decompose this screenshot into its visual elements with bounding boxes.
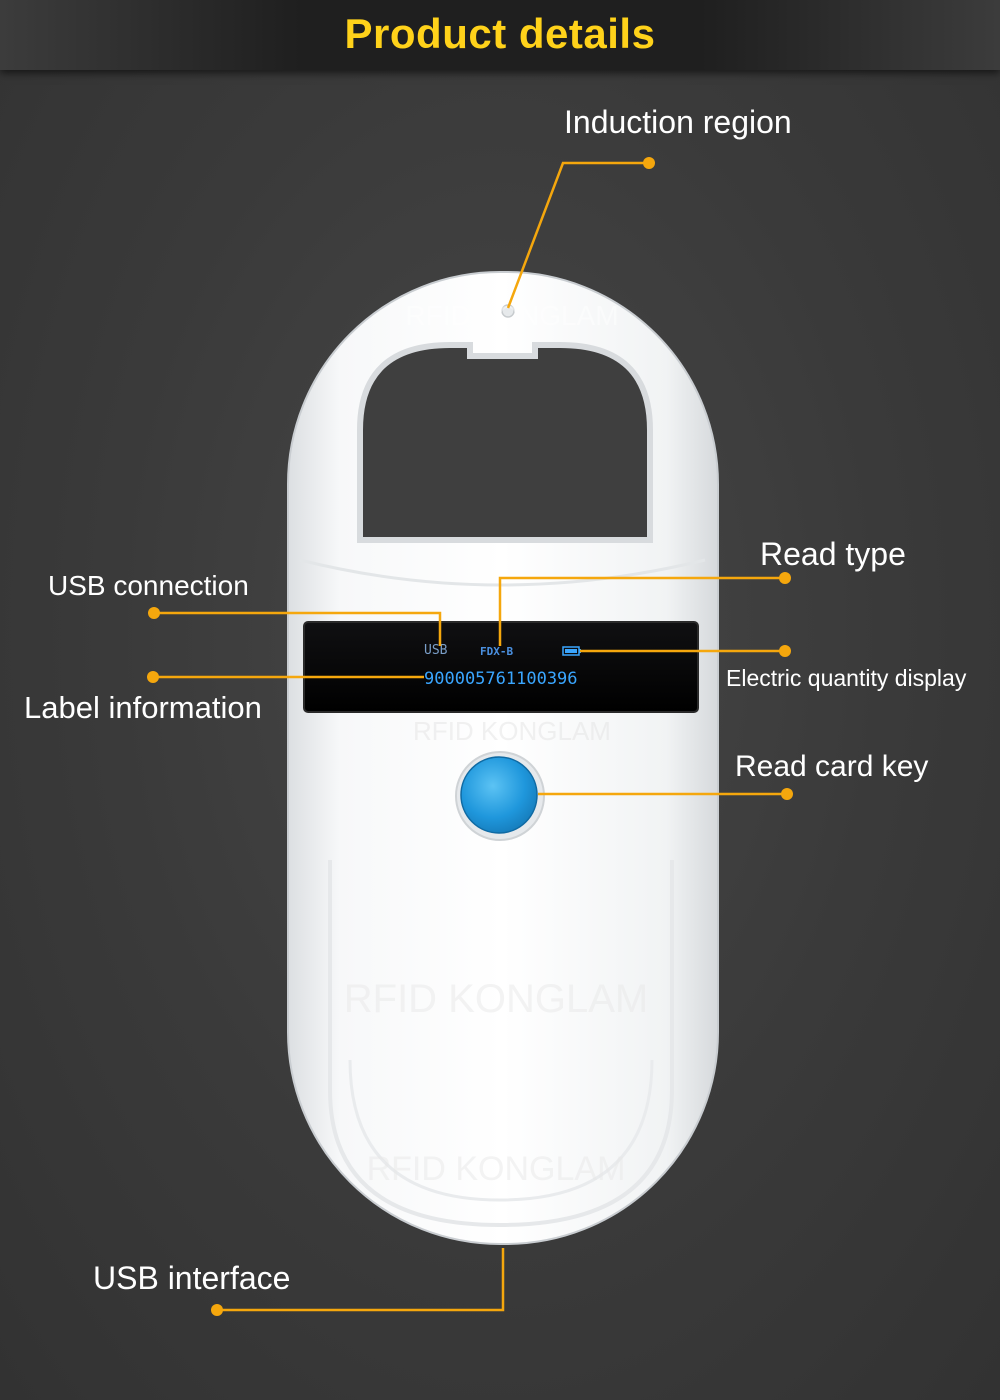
electric-quantity-label: Electric quantity display [726, 665, 967, 691]
label-information-label: Label information [24, 690, 262, 725]
title-banner: Product details [0, 0, 1000, 70]
induction-callout-dot [643, 157, 655, 169]
watermark-bottom: RFID KONGLAM [367, 1150, 626, 1188]
induction-opening [357, 342, 653, 543]
read-card-key-label: Read card key [735, 750, 929, 783]
induction-callout-line [506, 161, 649, 309]
read-key-callout-dot [781, 788, 793, 800]
read-type-callout-dot [779, 572, 791, 584]
lcd-screen: USB FDX-B 900005761100396 [303, 621, 699, 713]
read-card-button[interactable] [455, 751, 545, 841]
usb-connection-callout-line [154, 611, 442, 646]
watermark-middle: RFID KONGLAM [413, 716, 611, 746]
label-info-callout-dot [147, 671, 159, 683]
watermark-center: RFID KONGLAM [344, 977, 648, 1021]
watermark-top: RFID KONGLAM [405, 300, 618, 331]
read-type-label: Read type [760, 536, 906, 572]
usb-indicator: USB [424, 643, 448, 658]
usb-connection-callout-dot [148, 607, 160, 619]
read-type-callout-line [498, 576, 785, 646]
usb-connection-label: USB connection [48, 570, 249, 601]
page-title: Product details [344, 10, 656, 57]
read-type-value: FDX-B [480, 645, 513, 658]
usb-interface-callout-dot [211, 1304, 223, 1316]
electric-callout-dot [779, 645, 791, 657]
usb-interface-label: USB interface [93, 1260, 291, 1296]
induction-region-label: Induction region [564, 104, 792, 140]
usb-interface-callout-line [217, 1248, 505, 1312]
tag-number: 900005761100396 [424, 669, 578, 689]
